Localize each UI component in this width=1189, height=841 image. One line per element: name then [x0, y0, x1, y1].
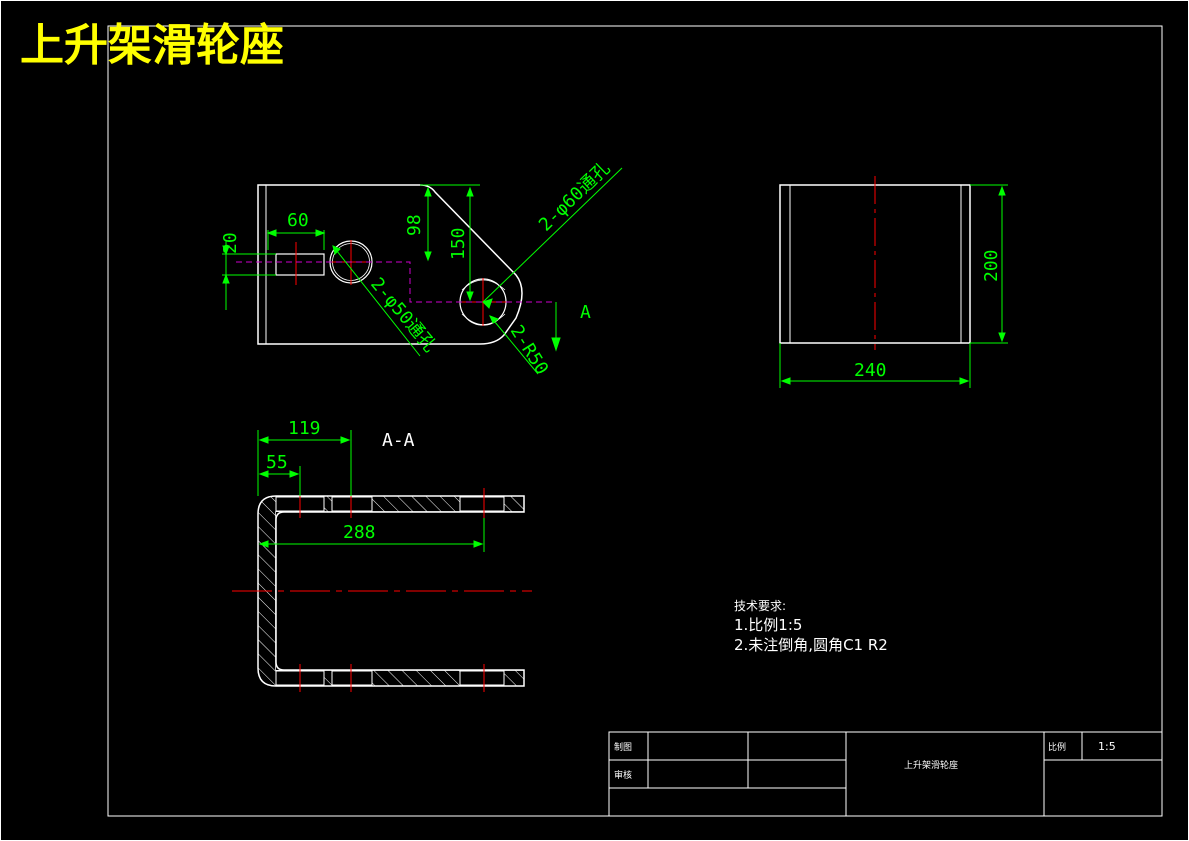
dim-240: 240	[854, 360, 887, 381]
dim-119: 119	[288, 418, 321, 439]
title-block-reviewed-by: 审核	[614, 769, 632, 781]
dim-55: 55	[266, 452, 288, 473]
section-slot	[459, 670, 505, 686]
title-block-part-name: 上升架滑轮座	[904, 759, 958, 771]
section-label: A-A	[382, 430, 415, 451]
dim-98: 98	[404, 214, 425, 236]
title-block-drawn-by: 制图	[614, 741, 632, 753]
section-cut-line	[236, 261, 556, 303]
drawing-title: 上升架滑轮座	[20, 20, 284, 71]
front-slot	[275, 253, 325, 276]
tech-notes-line1: 1.比例1:5	[734, 616, 802, 634]
section-inner-edge	[275, 511, 524, 671]
tech-notes-line2: 2.未注倒角,圆角C1 R2	[734, 636, 888, 654]
dim-150: 150	[448, 227, 469, 260]
section-view: A-A 119 55	[232, 418, 532, 692]
dim-60: 60	[287, 210, 309, 231]
inner-frame	[107, 25, 1163, 817]
section-marker: A	[580, 302, 591, 323]
dim-radius: 2-R50	[506, 322, 553, 379]
dim-288: 288	[343, 522, 376, 543]
front-view: 60 20 98 150 2-φ60通孔 2-φ50通孔 2-R50 A	[220, 158, 623, 379]
technical-notes: 技术要求: 1.比例1:5 2.未注倒角,圆角C1 R2	[734, 599, 888, 654]
dim-20: 20	[220, 232, 241, 254]
dim-200: 200	[981, 249, 1002, 282]
title-block-scale-value: 1:5	[1098, 740, 1116, 753]
section-slot	[331, 496, 373, 512]
title-block-scale-label: 比例	[1048, 741, 1066, 753]
side-view: 200 240	[779, 176, 1008, 388]
front-view-outline	[257, 184, 523, 345]
tech-notes-heading: 技术要求:	[734, 599, 786, 613]
section-slot	[331, 670, 373, 686]
title-block	[608, 731, 1163, 817]
section-slot	[459, 496, 505, 512]
dim-hole-large: 2-φ60通孔	[535, 158, 614, 236]
